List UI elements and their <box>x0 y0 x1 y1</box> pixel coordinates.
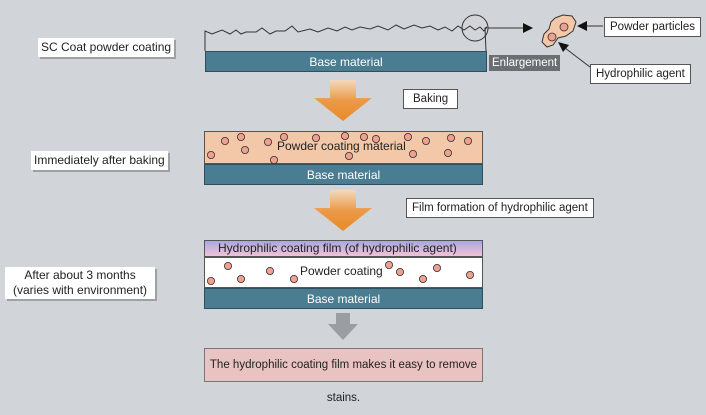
arrow-down-icon <box>328 313 358 340</box>
film-formation-step-label: Film formation of hydrophilic agent <box>406 198 594 218</box>
result-box: The hydrophilic coating film makes it ea… <box>204 348 483 404</box>
particle <box>421 136 430 145</box>
particle <box>432 263 441 272</box>
powder-particles-group <box>206 131 472 164</box>
stage-label-sc-coat: SC Coat powder coating <box>38 38 175 57</box>
stage-label-after-3-months: After about 3 months (varies with enviro… <box>5 267 156 299</box>
particle <box>240 145 249 154</box>
particle <box>359 132 368 141</box>
particle <box>463 136 472 145</box>
particle <box>344 151 353 160</box>
particle <box>408 149 417 158</box>
powder-particle-icon <box>541 14 603 68</box>
enlargement-circle-icon <box>461 14 533 42</box>
particle <box>220 136 229 145</box>
powder-surface-outline <box>204 24 488 52</box>
base-material-1: Base material <box>205 51 487 72</box>
enlargement-label: Enlargement <box>489 55 561 71</box>
particle <box>371 134 380 143</box>
particle <box>340 131 349 140</box>
particle <box>236 132 245 141</box>
particle <box>418 274 427 283</box>
hydrophilic-film-text: Hydrophilic coating film (of hydrophilic… <box>218 241 457 255</box>
particle <box>279 132 288 141</box>
base-material-2: Base material <box>204 164 483 185</box>
stage-label-line1: After about 3 months <box>24 268 136 282</box>
powder-particles-label: Powder particles <box>604 17 702 37</box>
particle <box>443 148 452 157</box>
particle <box>223 261 232 270</box>
particle <box>446 133 455 142</box>
particle <box>269 155 278 164</box>
arrow-down-icon <box>314 190 372 231</box>
baking-step-label: Baking <box>403 89 459 109</box>
powder-coating-text: Powder coating <box>300 264 383 278</box>
particle <box>403 132 412 141</box>
particle <box>265 266 274 275</box>
powder-coating-layer <box>204 257 483 288</box>
particle <box>236 274 245 283</box>
stage-label-after-baking: Immediately after baking <box>31 151 168 170</box>
particle <box>395 267 404 276</box>
particle <box>206 150 215 159</box>
powder-coating-material-text: Powder coating material <box>277 139 406 153</box>
particle <box>289 274 298 283</box>
powder-particles-group <box>206 260 474 285</box>
hydrophilic-agent-label: Hydrophilic agent <box>590 64 691 84</box>
particle <box>263 137 272 146</box>
stage-label-line2: (varies with environment) <box>13 283 148 297</box>
base-material-3: Base material <box>204 288 483 309</box>
particle <box>384 260 393 269</box>
hydrophilic-film-layer <box>204 240 483 257</box>
particle <box>311 133 320 142</box>
particle <box>465 270 474 279</box>
arrow-down-icon <box>314 80 372 121</box>
particle <box>206 276 215 285</box>
